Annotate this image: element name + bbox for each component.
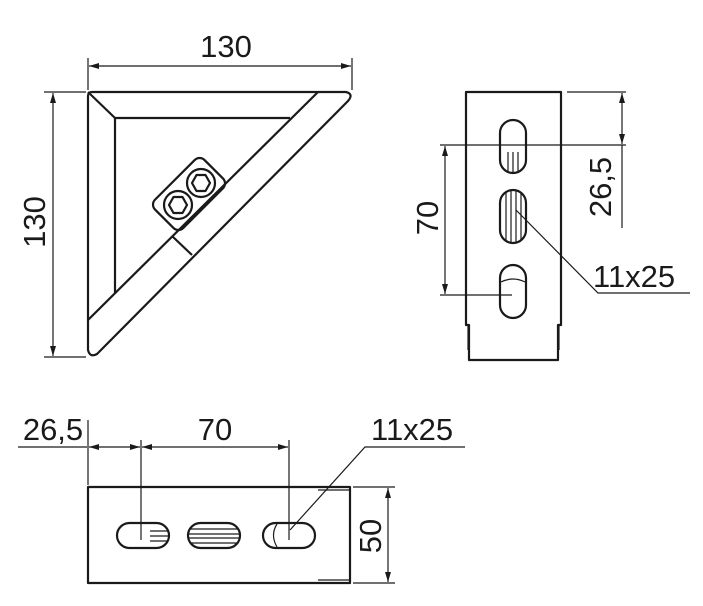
slot-icon xyxy=(186,521,242,550)
bolt-icon xyxy=(162,189,194,221)
bolt-icon xyxy=(185,167,217,199)
slot-leader-line xyxy=(289,446,465,531)
slot-size-label: 11x25 xyxy=(371,412,453,447)
width-dimension-label: 130 xyxy=(200,29,252,64)
slot-leader-line xyxy=(515,209,690,294)
slot-icon xyxy=(498,263,528,320)
corner-bracket-outline xyxy=(86,90,352,357)
side-view: 26,5 70 11x25 xyxy=(410,90,690,362)
slot-size-label: 11x25 xyxy=(593,259,675,294)
clamp-plate xyxy=(151,156,227,232)
height-dimension-label: 130 xyxy=(17,196,52,248)
front-view: 130 130 xyxy=(17,29,353,358)
side-profile-outline xyxy=(464,90,563,362)
slot-icon xyxy=(115,521,171,550)
slot-icon xyxy=(498,188,528,245)
spacing-dimension-label: 70 xyxy=(410,201,445,235)
spacing-dimension-label: 70 xyxy=(198,412,232,447)
height-dimension-label: 50 xyxy=(353,519,388,553)
top-view: 26,5 70 11x25 50 xyxy=(18,412,465,585)
slot-icon xyxy=(498,118,528,175)
offset-dimension-label: 26,5 xyxy=(23,412,83,447)
offset-dimension-label: 26,5 xyxy=(583,157,618,217)
top-profile-outline xyxy=(86,485,352,585)
